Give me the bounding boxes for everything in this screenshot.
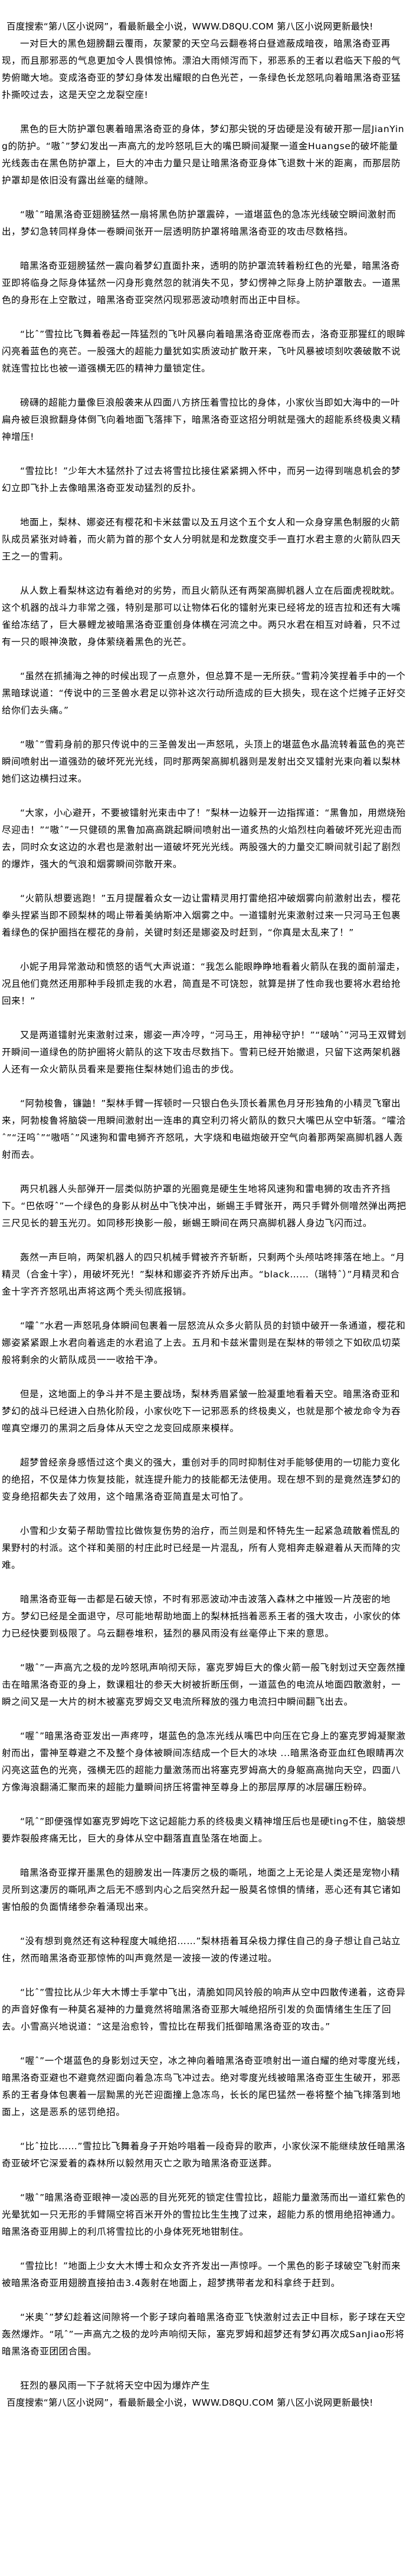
paragraph: 两只机器人头部弹开一层类似防护罩的光圈竟是硬生生地将风速狗和雷电狮的攻击齐齐挡下… <box>2 1184 407 1228</box>
paragraph: 小妮子用异常激动和愤怒的语气大声说道：“我怎么能眼睁睁地看着火箭队在我的面前溜走… <box>2 961 405 1006</box>
paragraph: 狂烈的暴风雨一下子就将天空中因为爆炸产生 <box>20 2380 211 2391</box>
paragraph: 轰然一声巨响，两架机器人的四只机械手臂被齐齐斩断，只剩两个头颅咕咚摔落在地上。“… <box>2 1252 405 1297</box>
paragraph: 暗黑洛奇亚撑开墨黑色的翅膀发出一阵凄厉之极的嘶吼，地面之上无论是人类还是宠物小精… <box>2 1867 401 1912</box>
paragraph: 从人数上看梨林这边有着绝对的劣势，而且火箭队还有两架高脚机器人立在后面虎视眈眈。… <box>2 585 401 647</box>
paragraph: 又是两道镭射光束激射过来，娜姿一声冷哼，“河马王，用神秘守护！”“啵呐ˆ”河马王… <box>2 1030 407 1075</box>
paragraph: 超梦曾经亲身感悟过这个奥义的强大，重创对手的同时抑制住对手能够使用的一切能力变化… <box>2 1457 401 1502</box>
paragraph: 但是，这地面上的争斗并不是主要战场，梨林秀眉紧皱一脸凝重地看着天空。暗黑洛奇亚和… <box>2 1389 401 1434</box>
paragraph: “比ˆ”雪拉比飞舞着卷起一阵猛烈的飞叶风暴向着暗黑洛奇亚席卷而去，洛奇亚那猩红的… <box>2 329 406 374</box>
paragraph: “比ˆ”雪拉比从少年大木博士手掌中飞出，清脆如同风铃般的响声从空中四散传递着，这… <box>2 1987 406 2032</box>
paragraph: “嗷ˆ”暗黑洛奇亚翅膀猛然一扇将黑色防护罩震碎，一道堪蓝色的急冻光线破空瞬间激射… <box>2 209 396 237</box>
footer-banner: 百度搜索“第八区小说网”，看最新最全小说，WWW.D8QU.COM 第八区小说网… <box>6 2397 373 2408</box>
paragraph: “没有想到竟然还有这种程度大喊绝招……”梨林捂着耳朵极力撑住自己的身子想让自己站… <box>2 1936 401 1964</box>
paragraph: “嗷ˆ”一声高亢之极的龙吟怒吼声响彻天际，塞克罗姆巨大的像火箭一般飞射划过天空轰… <box>2 1662 406 1707</box>
paragraph: 小雪和少女菊子帮助雪拉比做恢复伤势的治疗，而兰则是和怀特先生一起紧急疏散着慌乱的… <box>2 1526 401 1570</box>
paragraph: “阿勃梭鲁，镰鼬！”梨林手臂一挥顿时一只银白色头顶长着黑色月牙形独角的小精灵飞窜… <box>2 1098 406 1160</box>
paragraph: 地面上，梨林、娜姿还有樱花和卡米兹雷以及五月这个五个女人和一众身穿黑色制服的火箭… <box>2 517 401 562</box>
paragraph: 黑色的巨大防护罩包裹着暗黑洛奇亚的身体，梦幻那尖锐的牙齿硬是没有破开那一层Jia… <box>2 124 405 186</box>
paragraph: “雪拉比！”少年大木猛然扑了过去将雪拉比接住紧紧拥入怀中，而另一边得到喘息机会的… <box>2 466 401 493</box>
paragraph: “嗷ˆ”雪莉身前的那只传说中的三圣兽发出一声怒吼，头顶上的堪蓝色水晶流转着蓝色的… <box>2 739 406 784</box>
chapter-page: 百度搜索“第八区小说网”，看最新最全小说，WWW.D8QU.COM 第八区小说网… <box>2 21 407 2408</box>
paragraph: “雪拉比！”地面上少女大木博士和众女齐齐发出一声惊呼。一个黑色的影子球破空飞射而… <box>2 2261 401 2288</box>
header-banner: 百度搜索“第八区小说网”，看最新最全小说，WWW.D8QU.COM 第八区小说网… <box>6 21 373 32</box>
chapter-body: 一对巨大的黑色翅膀翻云覆雨，灰蒙蒙的天空乌云翻卷将白昼遮蔽成暗夜，暗黑洛奇亚再现… <box>2 35 407 2394</box>
paragraph: 暗黑洛奇亚每一击都是石破天惊，不时有邪恶波动冲击波落入森林之中摧毁一片茂密的地方… <box>2 1594 401 1639</box>
paragraph: 磅礴的超能力量像巨浪般袭来从四面八方挤压着雪拉比的身体，小家伙当即如大海中的一叶… <box>2 397 401 442</box>
paragraph: “喔ˆ”一个堪蓝色的身影划过天空，冰之神向着暗黑洛奇亚喷射出一道白耀的绝对零度光… <box>2 2055 406 2117</box>
paragraph: “米奥ˆ”梦幻趁着这间隙将一个影子球向着暗黑洛奇亚飞快激射过去正中目标，影子球在… <box>2 2312 406 2357</box>
paragraph: “火箭队想要逃跑！”五月提醒着众女一边让雷精灵用打雷绝招冲破烟雾向前激射出去，樱… <box>2 893 401 938</box>
paragraph: “嗷ˆ”暗黑洛奇亚眼神一凌凶恶的目光死死的锁定住雪拉比，超能力量激荡而出一道红紫… <box>2 2192 406 2237</box>
paragraph: “比ˆ拉比……”雪拉比飞舞着身子开始吟唱着一段奇异的歌声，小家伙深不能继续放任暗… <box>2 2141 406 2169</box>
paragraph: 暗黑洛奇亚翅膀猛然一震向着梦幻直面扑来，透明的防护罩流转着粉红色的光晕，暗黑洛奇… <box>2 261 401 305</box>
paragraph: “大家，小心避开，不要被镭射光束击中了！”梨林一边躲开一边指挥道：“黑鲁加，用燃… <box>2 808 406 869</box>
paragraph: “虽然在抓捕海之神的时候出现了一点意外，但总算不是一无所获。”雪莉冷笑捏着手中的… <box>2 671 406 716</box>
paragraph: 一对巨大的黑色翅膀翻云覆雨，灰蒙蒙的天空乌云翻卷将白昼遮蔽成暗夜，暗黑洛奇亚再现… <box>2 38 401 100</box>
paragraph: “吼ˆ”即便强悍如塞克罗姆吃下这记超能力系的终极奥义精神增压后也是硬ting不住… <box>2 1816 406 1844</box>
paragraph: “嚯ˆ”水君一声怒吼身体瞬间包裹着一层怒流从众多火箭队员的封锁中破开一条通道，樱… <box>2 1320 406 1365</box>
paragraph: “喔ˆ”暗黑洛奇亚发出一声疼哼，堪蓝色的急冻光线从嘴巴中向压在它身上的塞克罗姆凝… <box>2 1731 406 1793</box>
